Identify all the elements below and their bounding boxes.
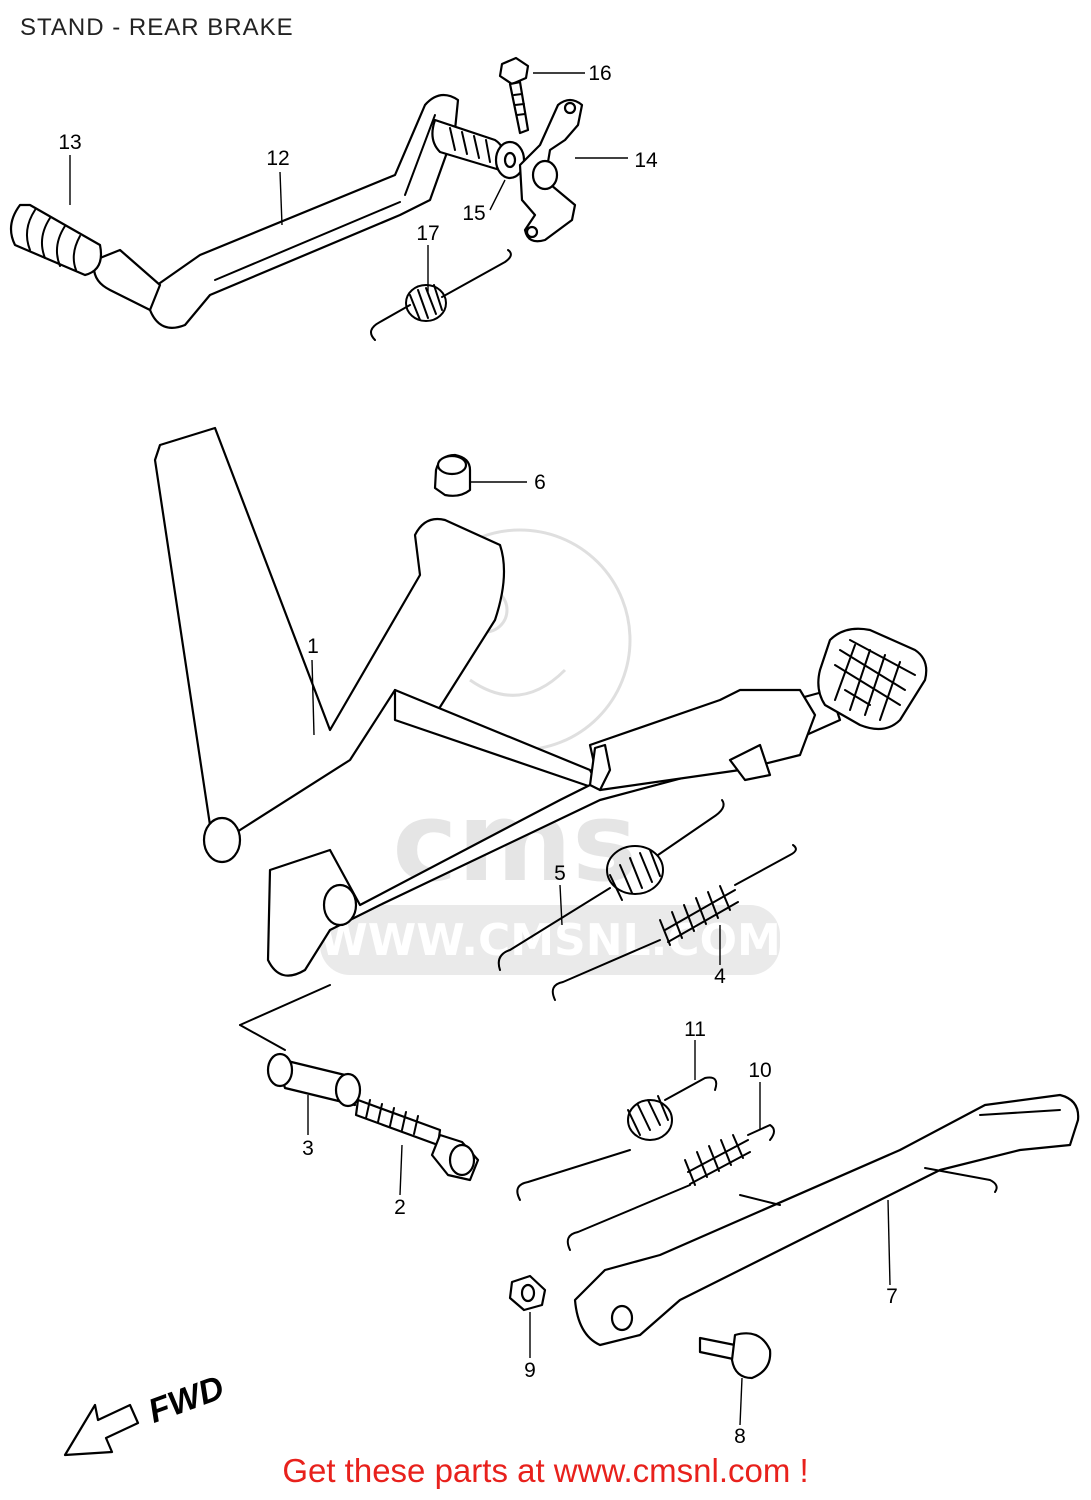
callout-16: 16: [588, 62, 611, 85]
callout-6: 6: [534, 471, 546, 494]
forward-arrow-icon: [63, 1403, 140, 1457]
callout-leaders: [69, 72, 891, 1426]
footrest-rubber: [9, 203, 103, 277]
side-stand-spring-inner: [566, 1124, 775, 1251]
assembly-line-pivot: [239, 1024, 286, 1051]
watermark-banner: [320, 905, 780, 975]
center-stand: [153, 426, 928, 977]
callout-labels: 16 12 13 14 15 17 6 1 5 4 3 2 11 10 7 9 …: [58, 62, 898, 1448]
callout-5: 5: [554, 862, 566, 885]
center-stand-spring-inner: [551, 844, 797, 1001]
pivot-bolt: [354, 1098, 480, 1182]
pedal-bolt: [498, 56, 530, 135]
pivot-collar: [266, 1052, 362, 1108]
callout-12: 12: [266, 147, 289, 170]
watermark: cms WWW.CMSNL.COM: [319, 528, 781, 975]
rear-brake-arm: [518, 98, 584, 243]
callout-2: 2: [394, 1196, 406, 1219]
callout-9: 9: [524, 1359, 536, 1382]
promo-link[interactable]: Get these parts at www.cmsnl.com !: [282, 1452, 809, 1489]
callout-4: 4: [714, 965, 726, 988]
stopper-rubber: [433, 453, 472, 497]
callout-8: 8: [734, 1425, 746, 1448]
side-stand-bolt: [698, 1332, 772, 1380]
center-stand-spring-outer: [497, 799, 725, 971]
callout-3: 3: [302, 1137, 314, 1160]
assembly-line-stand: [239, 984, 331, 1026]
callout-17: 17: [416, 222, 439, 245]
callout-13: 13: [58, 131, 81, 154]
callout-15: 15: [462, 202, 485, 225]
forward-label: FWD: [143, 1369, 229, 1431]
side-stand: [573, 1093, 1080, 1347]
callout-11: 11: [684, 1018, 706, 1041]
side-stand-nut: [508, 1274, 547, 1312]
pedal-return-spring: [370, 249, 512, 341]
pedal-rod: [92, 248, 162, 312]
callout-1: 1: [307, 635, 319, 658]
watermark-face-mouth: [469, 668, 567, 697]
callout-10: 10: [748, 1059, 771, 1082]
callout-7: 7: [886, 1285, 898, 1308]
diagram-title: STAND - REAR BRAKE: [20, 14, 294, 41]
forward-direction-indicator: FWD: [63, 1369, 229, 1457]
side-stand-spring-outer: [516, 1076, 718, 1201]
brake-pedal-arm: [148, 93, 506, 329]
callout-14: 14: [634, 149, 658, 172]
watermark-url: WWW.CMSNL.COM: [319, 915, 781, 966]
